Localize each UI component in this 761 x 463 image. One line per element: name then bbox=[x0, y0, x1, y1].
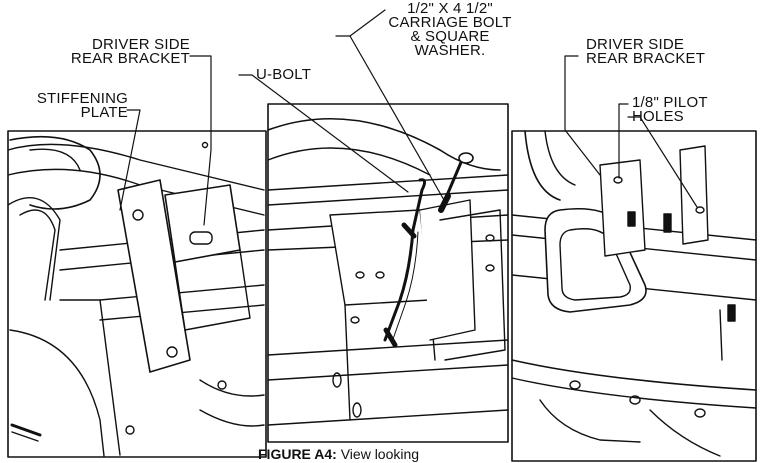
pilot-holes-label-line2: HOLES bbox=[632, 108, 684, 125]
left-bracket-label-line2: REAR BRACKET bbox=[70, 50, 190, 67]
left-panel bbox=[7, 130, 267, 458]
left-bracket-label: DRIVER SIDE REAR BRACKET bbox=[40, 36, 190, 67]
stiffening-plate-label-line2: PLATE bbox=[80, 104, 128, 121]
carriage-bolt-label-line3: & SQUARE bbox=[410, 28, 490, 45]
pilot-holes-label: 1/8" PILOT HOLES bbox=[632, 94, 758, 125]
left-bracket-label-line1: DRIVER SIDE bbox=[91, 36, 190, 53]
u-bolt-label: U-BOLT bbox=[256, 66, 336, 83]
carriage-bolt-label-line1: 1/2" X 4 1/2" bbox=[407, 0, 493, 17]
pilot-holes-label-line1: 1/8" PILOT bbox=[632, 94, 708, 111]
carriage-bolt-label-line2: CARRIAGE BOLT bbox=[388, 14, 512, 31]
figure-caption-label: FIGURE A4: bbox=[258, 446, 337, 462]
middle-panel bbox=[267, 103, 509, 443]
right-bracket-label-line2: REAR BRACKET bbox=[586, 50, 706, 67]
right-bracket-label: DRIVER SIDE REAR BRACKET bbox=[586, 36, 756, 67]
stiffening-plate-label-line1: STIFFENING bbox=[36, 90, 128, 107]
leader-lines bbox=[119, 9, 698, 226]
carriage-bolt-label-line4: WASHER. bbox=[414, 42, 486, 59]
right-panel bbox=[511, 130, 757, 462]
stiffening-plate-label: STIFFENING PLATE bbox=[4, 90, 128, 121]
carriage-bolt-label: 1/2" X 4 1/2" CARRIAGE BOLT & SQUARE WAS… bbox=[352, 0, 548, 59]
u-bolt-label-text: U-BOLT bbox=[256, 66, 312, 83]
figure-caption: FIGURE A4: View looking bbox=[258, 446, 419, 462]
figure-caption-text: View looking bbox=[340, 446, 420, 462]
right-bracket-label-line1: DRIVER SIDE bbox=[586, 36, 685, 53]
